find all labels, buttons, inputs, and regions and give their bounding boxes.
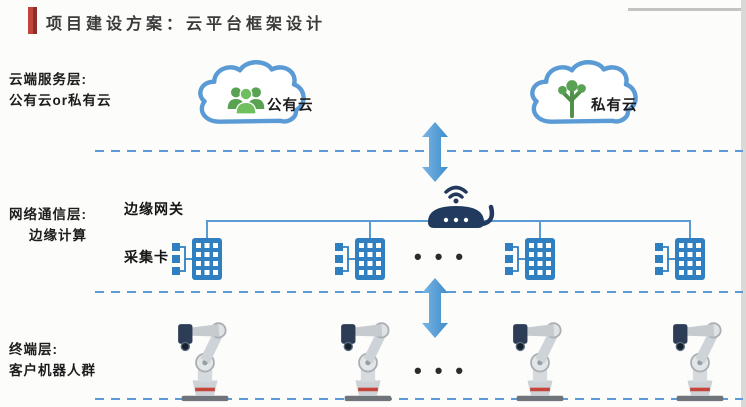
edge-gateway-label: 边缘网关	[124, 201, 184, 217]
capture-card-icon-3	[505, 236, 557, 282]
public-cloud-label: 公有云	[267, 98, 314, 114]
layer-divider-1	[95, 150, 743, 152]
network-layer-label-line2: 边缘计算	[29, 227, 87, 243]
up-down-arrow-icon-top	[422, 121, 448, 183]
drop-line-2	[369, 220, 371, 238]
cloud-layer-label-line2: 公有云or私有云	[9, 92, 112, 108]
edge-gateway-router-icon	[416, 178, 496, 234]
drop-line-3	[539, 220, 541, 238]
scan-artifact-edge	[741, 0, 746, 407]
terminal-layer-label-line2: 客户机器人群	[9, 362, 96, 378]
robot-ellipsis: •••	[414, 358, 477, 383]
card-ellipsis: •••	[414, 244, 477, 269]
cloud-layer-label-line1: 云端服务层:	[9, 72, 87, 87]
robot-arm-icon-3	[504, 316, 576, 402]
layer-divider-3	[95, 398, 743, 400]
capture-card-label: 采集卡	[124, 249, 169, 265]
people-group-icon	[226, 82, 266, 116]
terminal-layer-label-line1: 终端层:	[9, 342, 58, 357]
robot-arm-icon-2	[332, 316, 404, 402]
robot-arm-icon-4	[664, 316, 736, 402]
cloud-layer-label: 云端服务层: 公有云or私有云	[9, 70, 112, 112]
bus-line-right	[482, 220, 690, 222]
private-cloud-label: 私有云	[591, 98, 638, 114]
capture-card-icon-2	[335, 236, 387, 282]
page-title: 项目建设方案：云平台框架设计	[46, 16, 327, 33]
capture-card-icon-1	[172, 236, 224, 282]
tree-icon	[556, 78, 588, 118]
drop-line-1	[206, 220, 208, 238]
layer-divider-2	[95, 291, 743, 293]
capture-card-icon-4	[655, 236, 707, 282]
network-layer-label-line1: 网络通信层:	[9, 207, 87, 222]
network-layer-label: 网络通信层: 边缘计算	[9, 205, 87, 247]
up-down-arrow-icon-bottom	[422, 277, 448, 339]
terminal-layer-label: 终端层: 客户机器人群	[9, 340, 96, 382]
drop-line-4	[689, 220, 691, 238]
robot-arm-icon-1	[169, 316, 241, 402]
scan-artifact-line	[628, 8, 746, 11]
bus-line-left	[206, 220, 430, 222]
title-accent-bar	[28, 7, 37, 34]
